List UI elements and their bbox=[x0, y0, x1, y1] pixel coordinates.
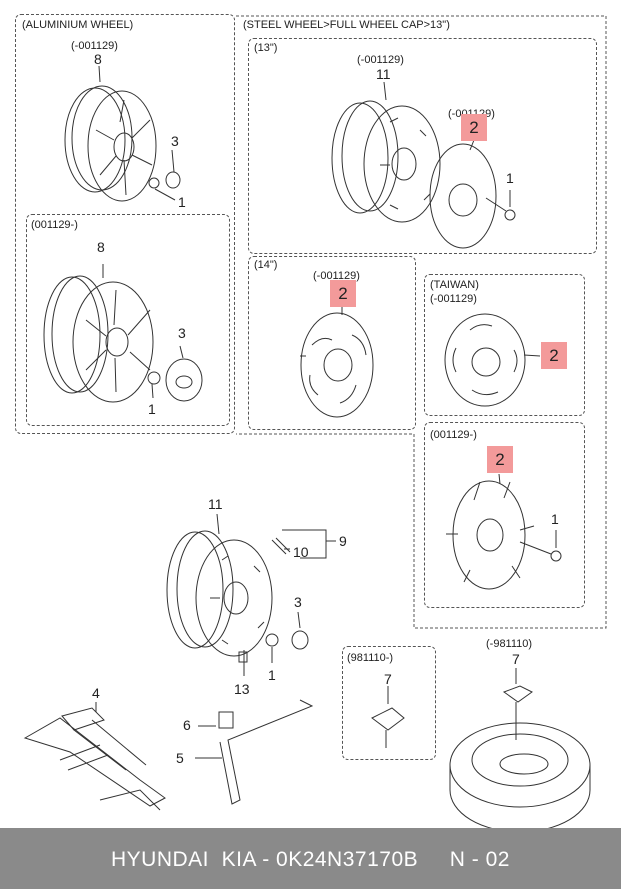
spare-steel-wheel bbox=[166, 513, 336, 676]
date-jack-new: (981110-) bbox=[347, 652, 394, 664]
taiwan-subgroup bbox=[424, 274, 585, 416]
callout-13: 13 bbox=[234, 681, 250, 697]
steel-wheel-label: (STEEL WHEEL>FULL WHEEL CAP>13") bbox=[243, 19, 450, 31]
later-cap-subgroup bbox=[424, 422, 585, 608]
callout-3-spare: 3 bbox=[294, 594, 302, 610]
callout-1-later-cap: 1 bbox=[551, 511, 559, 527]
alu-wheel-bottom bbox=[43, 264, 203, 403]
aluminium-wheel-group bbox=[15, 14, 235, 434]
later-cap bbox=[446, 473, 562, 590]
callout-11-spare: 11 bbox=[208, 496, 223, 512]
date-jack-old: (-981110) bbox=[486, 638, 533, 650]
taiwan-label: (TAIWAN) bbox=[430, 279, 479, 291]
callout-7-old: 7 bbox=[512, 651, 520, 667]
callout-4-jack: 4 bbox=[92, 685, 100, 701]
callout-3-alu-bottom: 3 bbox=[178, 325, 186, 341]
callout-3-alu-top: 3 bbox=[171, 133, 179, 149]
callout-2-steel14-cap: 2 bbox=[330, 280, 356, 307]
callout-2-taiwan-cap: 2 bbox=[541, 342, 567, 369]
date-s13-wheel: (-001129) bbox=[357, 54, 404, 66]
part-number-caption: HYUNDAI KIA - 0K24N37170B N - 02 bbox=[110, 848, 510, 871]
date-alu-top: (-001129) bbox=[71, 40, 118, 52]
callout-1-alu-top: 1 bbox=[178, 194, 186, 210]
steel-13-label: (13") bbox=[254, 42, 278, 54]
callout-9: 9 bbox=[339, 533, 347, 549]
scissor-jack bbox=[23, 702, 166, 811]
date-s14-cap: (-001129) bbox=[313, 270, 360, 282]
footer-bar bbox=[0, 828, 621, 889]
date-taiwan: (-001129) bbox=[430, 293, 477, 305]
aluminium-wheel-label: (ALUMINIUM WHEEL) bbox=[22, 19, 134, 31]
callout-2-later-cap: 2 bbox=[487, 446, 513, 473]
callout-6: 6 bbox=[183, 717, 191, 733]
date-later-cap: (001129-) bbox=[430, 429, 477, 441]
alu-wheel-top bbox=[64, 65, 181, 202]
steel-14-cap bbox=[300, 306, 374, 418]
callout-7-new: 7 bbox=[384, 671, 392, 687]
steel-13-wheel-cap bbox=[331, 81, 516, 249]
callout-5-handle: 5 bbox=[176, 750, 184, 766]
jack-handle bbox=[195, 699, 314, 805]
callout-8-alu-top: 8 bbox=[94, 51, 102, 67]
callout-11-steel13: 11 bbox=[376, 66, 391, 82]
steel-14-label: (14") bbox=[254, 259, 278, 271]
spare-tire bbox=[449, 668, 591, 833]
jack-new-group bbox=[342, 646, 436, 760]
taiwan-cap bbox=[444, 313, 541, 407]
date-alu-bottom: (001129-) bbox=[31, 219, 78, 231]
callout-8-alu-bottom: 8 bbox=[97, 239, 105, 255]
callout-2-steel13-cap: 2 bbox=[461, 114, 487, 141]
steel-14-subgroup bbox=[248, 256, 416, 430]
callout-1-alu-bottom: 1 bbox=[148, 401, 156, 417]
callout-1-steel13: 1 bbox=[506, 170, 514, 186]
steel-13-subgroup bbox=[248, 38, 597, 254]
callout-1-spare: 1 bbox=[268, 667, 276, 683]
steel-section-outline bbox=[236, 15, 607, 629]
alu-later-subgroup bbox=[26, 214, 230, 426]
jack-stand-new bbox=[371, 686, 405, 748]
callout-10: 10 bbox=[293, 544, 309, 560]
